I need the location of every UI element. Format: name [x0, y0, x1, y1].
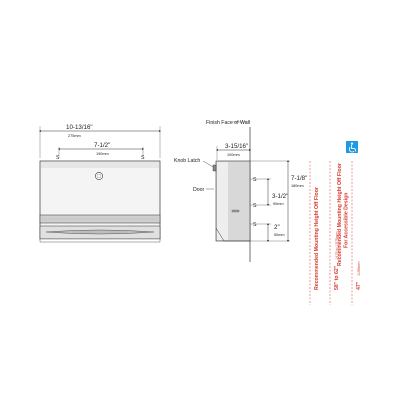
std-height-value: 58" to 62" [334, 265, 340, 290]
ada-height-label: Recommended Mounting Height Off Floor [337, 163, 343, 266]
side-height-in: 7-1/8" [291, 175, 307, 182]
mounting-heights: Recommended Mounting Height Off Floor 58… [309, 141, 362, 305]
wheelchair-icon [346, 141, 358, 153]
front-hole-left: S [56, 155, 60, 161]
side-bottom-offset-mm: 50mm [274, 233, 285, 237]
std-height-mm: 1475 to 1575mm [335, 232, 339, 261]
side-bottom-offset-in: 2" [274, 224, 280, 231]
knob-latch-side-icon [212, 164, 217, 172]
side-view: Finish Face of Wall 3-15/16" 100mm Knob … [174, 120, 307, 262]
std-height-label: Recommended Mounting Height Off Floor [314, 187, 320, 290]
knob-latch-label: Knob Latch [174, 158, 200, 164]
side-hole-top: S [253, 177, 257, 183]
side-depth-mm: 100mm [227, 153, 240, 157]
side-height-mm: 180mm [291, 184, 304, 188]
front-hole-spacing-mm: 190mm [96, 152, 109, 156]
finish-face-label: Finish Face of Wall [206, 120, 250, 126]
ada-height-sub: For Accessible Design [344, 193, 350, 248]
side-hole-spacing-in: 3-1/2" [272, 193, 288, 200]
side-hole-middle: S [253, 203, 257, 209]
side-depth-in: 3-15/16" [225, 143, 248, 150]
front-view: 10-13/16" 275mm 7-1/2" 190mm S S [39, 124, 161, 243]
ada-height-mm: 1195mm [357, 262, 361, 277]
towel-slot [45, 229, 155, 235]
side-hole-spacing-mm: 90mm [273, 202, 284, 206]
front-hole-spacing-in: 7-1/2" [94, 142, 110, 149]
side-hole-bottom: S [253, 222, 257, 228]
ada-height-value: 47" [356, 281, 362, 290]
front-width-mm: 275mm [68, 134, 81, 138]
front-width-in: 10-13/16" [66, 124, 93, 131]
knob-latch-icon [95, 172, 103, 180]
door-label: Door [193, 187, 205, 193]
front-hole-right: S [141, 155, 145, 161]
